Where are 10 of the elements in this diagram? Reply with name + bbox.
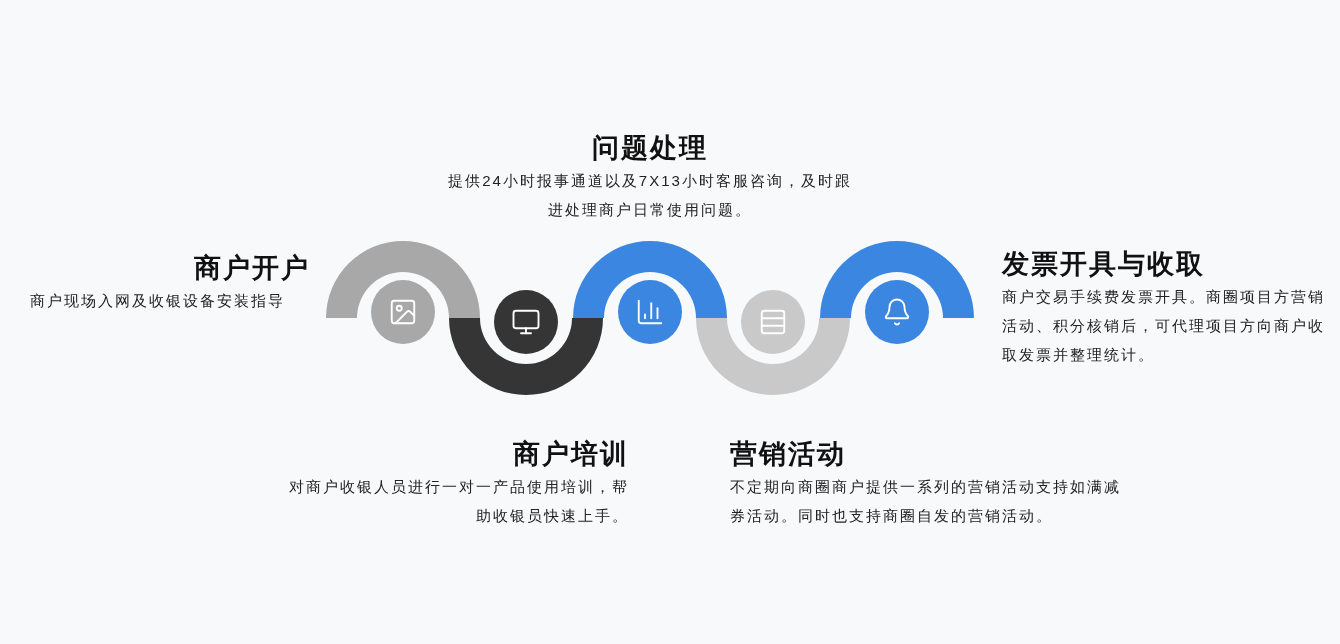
- step-description: 提供24小时报事通道以及7X13小时客服咨询，及时跟进处理商户日常使用问题。: [448, 171, 852, 220]
- step-description: 商户交易手续费发票开具。商圈项目方营销活动、积分核销后，可代理项目方向商户收取发票并整理统计。: [1002, 287, 1326, 365]
- step-title: 营销活动: [730, 438, 846, 471]
- step-title: 问题处理: [592, 132, 708, 165]
- step-title: 发票开具与收取: [1002, 248, 1205, 281]
- step-title: 商户开户: [194, 252, 310, 285]
- step-description: 不定期向商圈商户提供一系列的营销活动支持如满减券活动。同时也支持商圈自发的营销活动。: [730, 477, 1122, 526]
- step-description: 对商户收银人员进行一对一产品使用培训，帮助收银员快速上手。: [288, 477, 629, 526]
- step-description: 商户现场入网及收银设备安装指导: [30, 291, 286, 311]
- step-title: 商户培训: [513, 438, 629, 471]
